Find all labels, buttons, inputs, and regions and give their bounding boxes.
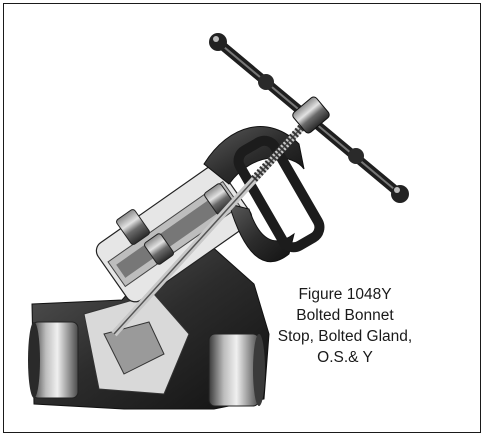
caption-line-4: O.S.& Y [317, 349, 373, 366]
t-handle [209, 33, 409, 203]
caption-line-3: Stop, Bolted Gland, [277, 328, 413, 345]
stem [111, 113, 315, 337]
figure-caption: Figure 1048Y Bolted Bonnet Stop, Bolted … [240, 284, 450, 368]
caption-line-2: Bolted Bonnet [296, 307, 394, 324]
yoke [203, 126, 325, 263]
valve-illustration [28, 33, 409, 410]
caption-line-1: Figure 1048Y [298, 286, 392, 303]
figure-frame: Figure 1048Y Bolted Bonnet Stop, Bolted … [3, 3, 481, 433]
valve-body [28, 243, 270, 410]
